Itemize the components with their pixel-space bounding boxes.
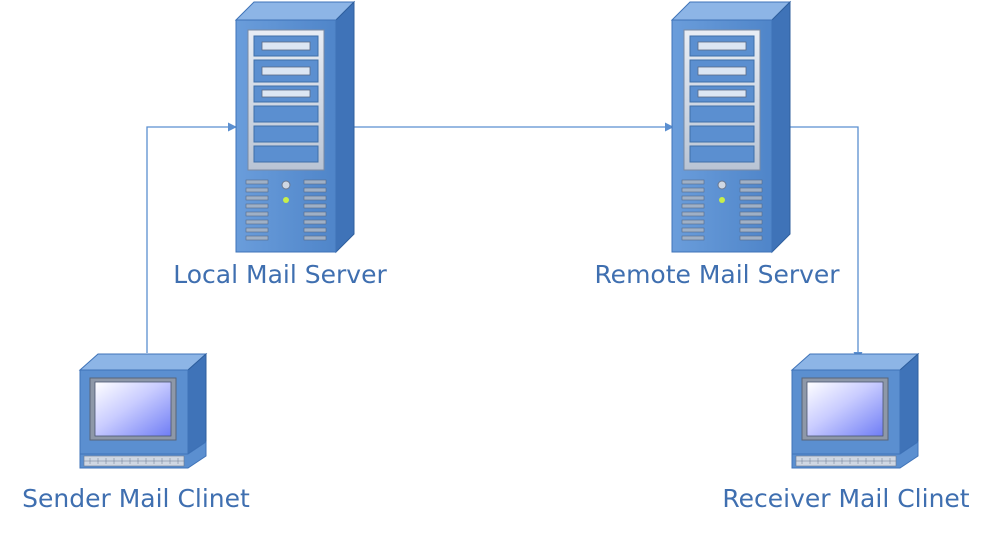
local-server-label: Local Mail Server — [173, 260, 387, 289]
sender-client-label: Sender Mail Clinet — [22, 484, 250, 513]
remote-server-icon — [671, 1, 791, 253]
local-server-icon — [235, 1, 355, 253]
receiver-client-label: Receiver Mail Clinet — [722, 484, 970, 513]
receiver-computer-icon — [791, 353, 919, 469]
connector-sender-to-local — [146, 122, 237, 353]
remote-server-label: Remote Mail Server — [594, 260, 840, 289]
sender-computer-icon — [79, 353, 207, 469]
connector-remote-to-receiver — [788, 126, 863, 361]
